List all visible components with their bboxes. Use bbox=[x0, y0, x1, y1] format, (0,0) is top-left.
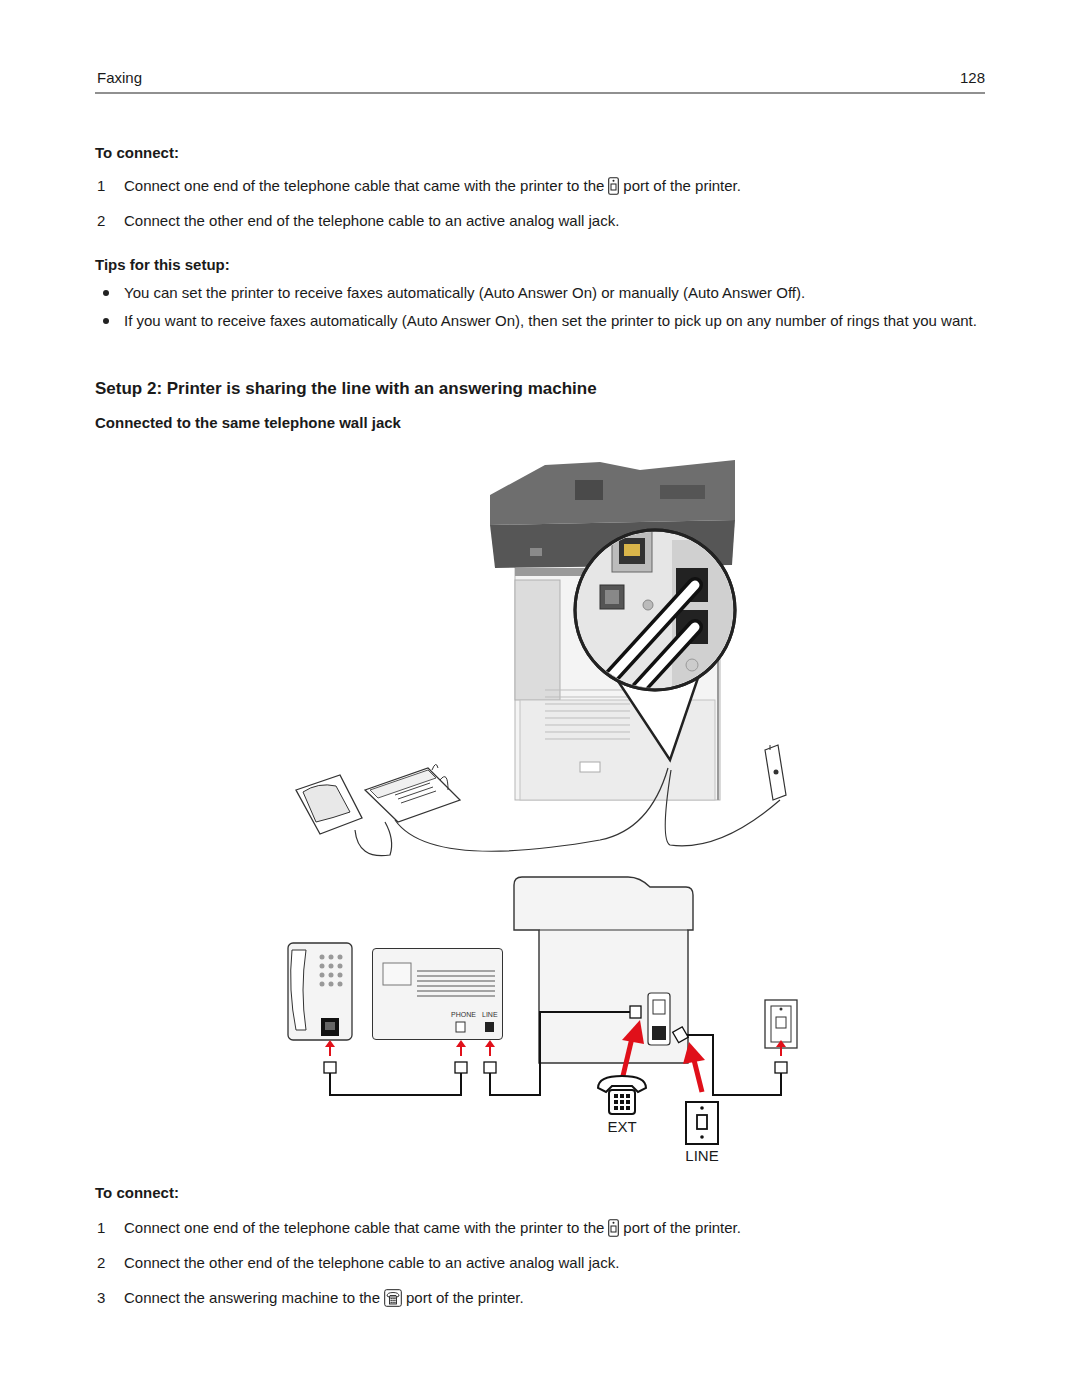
port-label: LINE bbox=[685, 1147, 718, 1164]
step-text: port of the printer. bbox=[623, 1219, 741, 1236]
subheading: To connect: bbox=[95, 1184, 179, 1201]
step-text-line: Connect one end of the telephone cable t… bbox=[124, 1218, 741, 1242]
printer-illustration bbox=[490, 460, 735, 800]
ext-symbol bbox=[598, 1076, 646, 1114]
tip-text-line: You can set the printer to receive faxes… bbox=[124, 283, 986, 303]
port-icon bbox=[608, 177, 619, 200]
tip-text: If you want to receive faxes automatical… bbox=[124, 312, 977, 329]
step-number: 1 bbox=[97, 177, 105, 194]
subheading: Tips for this setup: bbox=[95, 256, 230, 273]
running-header: Faxing bbox=[97, 69, 142, 86]
port-label-line: EXT bbox=[597, 1117, 647, 1137]
tip-text-line: If you want to receive faxes automatical… bbox=[124, 311, 986, 331]
bullet bbox=[103, 318, 109, 324]
step-text-line: Connect one end of the telephone cable t… bbox=[124, 176, 741, 200]
devices-illustration bbox=[296, 745, 786, 856]
answering-machine: PHONE LINE bbox=[372, 948, 503, 1040]
step-text-line: Connect the answering machine to the port… bbox=[124, 1288, 524, 1312]
step-number-line: 1 bbox=[97, 1218, 105, 1238]
step-text: Connect the answering machine to the bbox=[124, 1289, 380, 1306]
step-text-line: Connect the other end of the telephone c… bbox=[124, 211, 619, 231]
page-number-line: 128 bbox=[925, 68, 985, 88]
jack-label: LINE bbox=[482, 1011, 498, 1019]
phone-symbol bbox=[288, 943, 352, 1040]
subheading-line: To connect: bbox=[95, 143, 179, 163]
port-icon bbox=[384, 1289, 402, 1312]
port-label: EXT bbox=[607, 1118, 636, 1135]
line-symbol bbox=[686, 1102, 718, 1144]
port-label-line: LINE bbox=[677, 1146, 727, 1166]
subheading-line: Connected to the same telephone wall jac… bbox=[95, 413, 401, 433]
step-text: Connect one end of the telephone cable t… bbox=[124, 1219, 604, 1236]
step-text: port of the printer. bbox=[406, 1289, 524, 1306]
subheading: Connected to the same telephone wall jac… bbox=[95, 414, 401, 431]
step-number: 3 bbox=[97, 1289, 105, 1306]
running-header-line: Faxing bbox=[97, 68, 142, 88]
tip-text: You can set the printer to receive faxes… bbox=[124, 284, 805, 301]
step-number-line: 1 bbox=[97, 176, 105, 196]
subheading-line: Tips for this setup: bbox=[95, 255, 230, 275]
step-number-line: 2 bbox=[97, 211, 105, 231]
step-text: Connect one end of the telephone cable t… bbox=[124, 177, 604, 194]
port-icon bbox=[608, 1219, 619, 1242]
step-number: 2 bbox=[97, 1254, 105, 1271]
step-number: 2 bbox=[97, 212, 105, 229]
subheading: To connect: bbox=[95, 144, 179, 161]
step-text: port of the printer. bbox=[623, 177, 741, 194]
page-number: 128 bbox=[960, 69, 985, 86]
step-number-line: 3 bbox=[97, 1288, 105, 1308]
port-callout bbox=[575, 525, 752, 760]
step-text: Connect the other end of the telephone c… bbox=[124, 212, 619, 229]
subheading-line: To connect: bbox=[95, 1183, 179, 1203]
bullet bbox=[103, 290, 109, 296]
header-rule bbox=[95, 92, 985, 93]
jack-label: PHONE bbox=[451, 1011, 476, 1019]
step-text-line: Connect the other end of the telephone c… bbox=[124, 1253, 619, 1273]
step-number: 1 bbox=[97, 1219, 105, 1236]
step-text: Connect the other end of the telephone c… bbox=[124, 1254, 619, 1271]
section-title: Setup 2: Printer is sharing the line wit… bbox=[95, 378, 597, 400]
step-number-line: 2 bbox=[97, 1253, 105, 1273]
wall-jack bbox=[765, 1000, 797, 1048]
